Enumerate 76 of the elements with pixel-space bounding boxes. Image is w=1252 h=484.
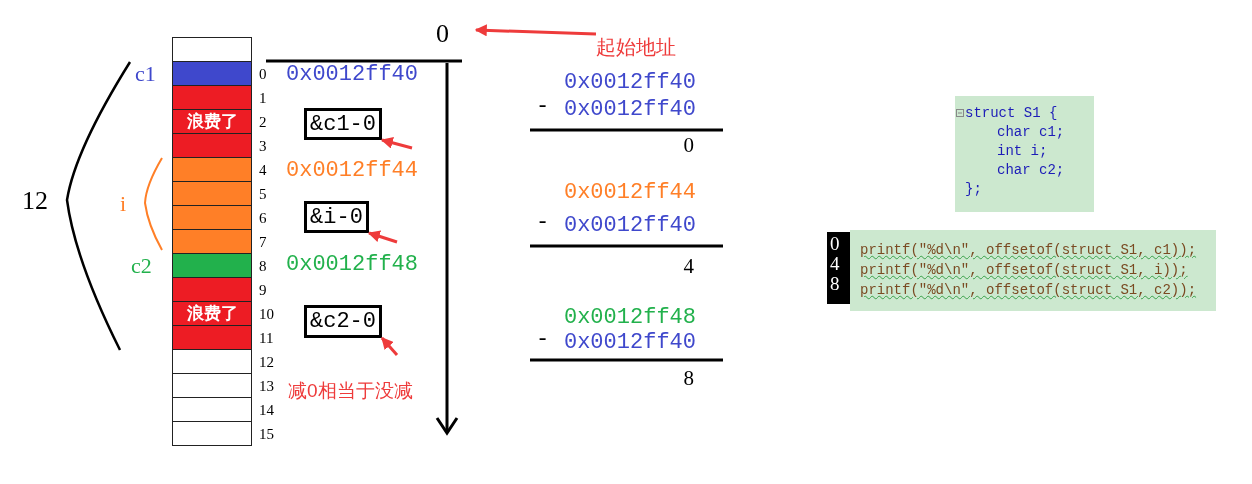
address-text: 0x0012ff48 bbox=[286, 254, 419, 276]
offset-number: 0 bbox=[259, 66, 267, 84]
memory-cell bbox=[172, 133, 252, 158]
arrow bbox=[367, 230, 398, 244]
memory-cell bbox=[172, 421, 252, 446]
difference-result: 4 bbox=[683, 254, 694, 279]
code-line: char c2; bbox=[997, 161, 1065, 179]
code-line: printf("%d\n", offsetof(struct S1, i)); bbox=[860, 261, 1188, 279]
size-label: 12 bbox=[22, 186, 48, 216]
offset-number: 5 bbox=[259, 186, 267, 204]
memory-cell bbox=[172, 85, 252, 110]
memory-cell bbox=[172, 157, 252, 182]
address-text: 0x0012ff40 bbox=[563, 332, 696, 354]
code-line: 8 bbox=[830, 274, 840, 294]
memory-cell bbox=[172, 205, 252, 230]
memory-cell: 浪费了 bbox=[172, 301, 252, 326]
note-text: 减0相当于没减 bbox=[288, 380, 413, 402]
offset-number: 14 bbox=[259, 402, 274, 420]
difference-result: 0 bbox=[683, 133, 694, 158]
arrow bbox=[474, 24, 597, 37]
expression-box: &c1-0 bbox=[304, 108, 382, 140]
expression-box: &c2-0 bbox=[304, 305, 382, 338]
offset-number: 12 bbox=[259, 354, 274, 372]
offset-number: 7 bbox=[259, 234, 267, 252]
offset-number: 3 bbox=[259, 138, 267, 156]
offset-number: 15 bbox=[259, 426, 274, 444]
offset-number: 1 bbox=[259, 90, 267, 108]
offset-number: 9 bbox=[259, 282, 267, 300]
arrow bbox=[380, 137, 413, 150]
code-line: struct S1 { bbox=[965, 104, 1058, 122]
memory-cell bbox=[172, 373, 252, 398]
minus-sign: - bbox=[536, 96, 550, 118]
address-text: 0x0012ff48 bbox=[563, 307, 696, 329]
offset-number: 8 bbox=[259, 258, 267, 276]
code-line: printf("%d\n", offsetof(struct S1, c1)); bbox=[860, 241, 1197, 259]
memory-cell bbox=[172, 349, 252, 374]
arrow bbox=[380, 337, 399, 356]
offset-number: 13 bbox=[259, 378, 274, 396]
memory-cell bbox=[172, 325, 252, 350]
minus-sign: - bbox=[536, 212, 550, 234]
code-panel bbox=[955, 96, 1094, 212]
address-text: 0x0012ff40 bbox=[563, 99, 696, 121]
expression-box: &i-0 bbox=[304, 201, 369, 233]
address-text: 0x0012ff40 bbox=[563, 215, 696, 237]
console-output bbox=[827, 232, 850, 304]
member-label: i bbox=[120, 191, 127, 217]
offset-number: 6 bbox=[259, 210, 267, 228]
memory-cell bbox=[172, 181, 252, 206]
difference-result: 8 bbox=[683, 366, 694, 391]
code-line: char c1; bbox=[997, 123, 1065, 141]
address-text: 0x0012ff44 bbox=[286, 160, 419, 182]
code-line: printf("%d\n", offsetof(struct S1, c2)); bbox=[860, 281, 1197, 299]
address-text: 0x0012ff40 bbox=[286, 64, 419, 86]
address-text: 0x0012ff40 bbox=[563, 72, 696, 94]
offset-number: 11 bbox=[259, 330, 274, 348]
memory-cell bbox=[172, 61, 252, 86]
memory-cell bbox=[172, 229, 252, 254]
memory-cell bbox=[172, 37, 252, 62]
code-panel bbox=[850, 230, 1216, 311]
minus-sign: - bbox=[536, 329, 550, 351]
code-line: int i; bbox=[997, 142, 1048, 160]
zero-text: 0 bbox=[436, 19, 456, 49]
memory-cell: 浪费了 bbox=[172, 109, 252, 134]
offset-number: 2 bbox=[259, 114, 267, 132]
member-label: c1 bbox=[135, 61, 156, 87]
code-line: 4 bbox=[830, 254, 840, 274]
address-text: 0x0012ff44 bbox=[563, 182, 696, 204]
memory-cell bbox=[172, 253, 252, 278]
code-line: }; bbox=[965, 180, 982, 198]
offset-number: 4 bbox=[259, 162, 267, 180]
memory-cell bbox=[172, 397, 252, 422]
start-address-text: 起始地址 bbox=[596, 34, 692, 60]
offset-number: 10 bbox=[259, 306, 274, 324]
member-label: c2 bbox=[131, 253, 152, 279]
code-line: 0 bbox=[830, 234, 840, 254]
memory-cell bbox=[172, 277, 252, 302]
